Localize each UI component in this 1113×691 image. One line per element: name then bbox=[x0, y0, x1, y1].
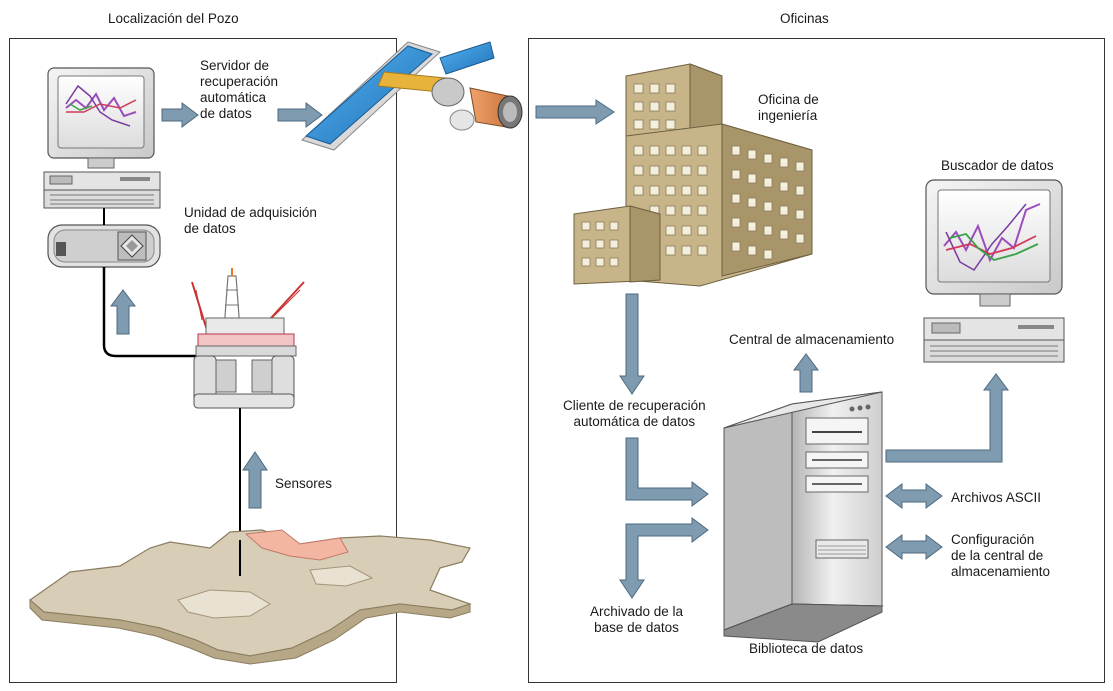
auto-client-label: Cliente de recuperación automática de da… bbox=[563, 398, 706, 429]
left-workstation-icon bbox=[43, 67, 161, 209]
ascii-files-label: Archivos ASCII bbox=[951, 490, 1042, 505]
well-site-title: Localización del Pozo bbox=[108, 11, 239, 26]
data-browser-label: Buscador de datos bbox=[941, 158, 1054, 173]
storage-config-label: Configuración de la central de almacenam… bbox=[951, 532, 1051, 579]
double-arrow-icon bbox=[885, 483, 943, 509]
engineering-office-label: Oficina de ingeniería bbox=[758, 92, 819, 123]
arrow-up-icon bbox=[110, 289, 136, 335]
arrow-elbow-icon bbox=[625, 437, 709, 507]
offshore-platform-icon bbox=[191, 268, 305, 409]
acquisition-unit-label: Unidad de adquisición de datos bbox=[184, 205, 317, 236]
offices-title: Oficinas bbox=[780, 11, 829, 26]
sensors-label: Sensores bbox=[275, 476, 333, 491]
right-workstation-icon bbox=[923, 179, 1065, 363]
arrow-elbow-icon bbox=[619, 517, 709, 599]
arrow-right-icon bbox=[535, 99, 615, 125]
arrow-down-icon bbox=[619, 293, 645, 395]
arrow-right-icon bbox=[161, 102, 199, 128]
data-library-label: Biblioteca de datos bbox=[749, 641, 864, 656]
satellite-icon bbox=[301, 41, 523, 151]
central-storage-label: Central de almacenamiento bbox=[729, 332, 895, 347]
terrain-map-icon bbox=[29, 529, 472, 665]
acquisition-unit-icon bbox=[47, 224, 161, 268]
arrow-right-icon bbox=[277, 102, 323, 128]
server-tower-icon bbox=[723, 391, 884, 643]
arrow-elbow-icon bbox=[885, 373, 1009, 463]
arrow-up-icon bbox=[242, 451, 268, 509]
auto-server-label: Servidor de recuperación automática de d… bbox=[200, 58, 279, 121]
db-archive-label: Archivado de la base de datos bbox=[590, 604, 684, 635]
arrow-up-icon bbox=[793, 353, 819, 393]
double-arrow-icon bbox=[885, 534, 943, 560]
office-building-icon bbox=[573, 63, 813, 287]
